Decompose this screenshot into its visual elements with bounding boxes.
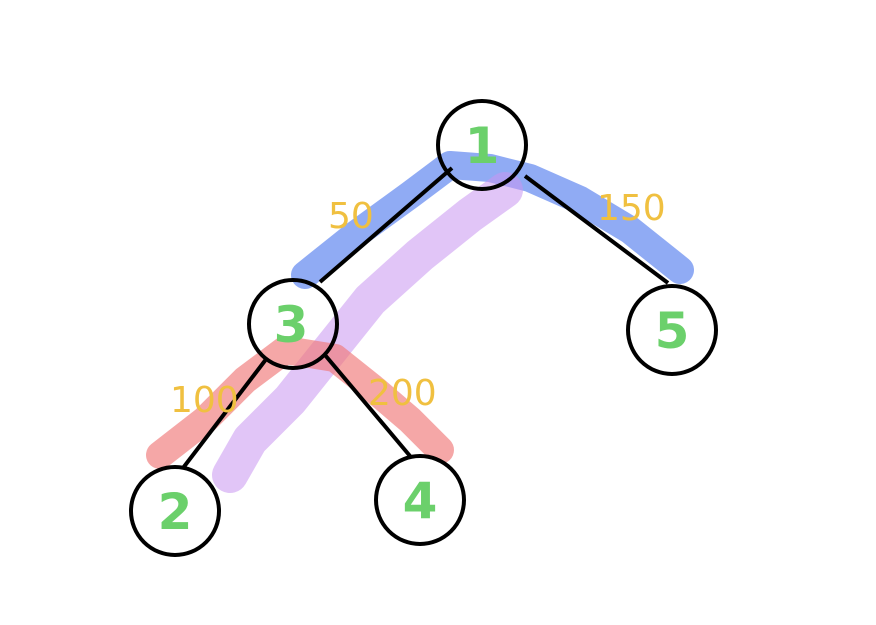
edge-label-layer: 50 150 100 200 bbox=[170, 188, 666, 421]
node-4-circle bbox=[374, 454, 466, 546]
node-3-label: 3 bbox=[274, 296, 309, 354]
node-5-circle bbox=[626, 284, 718, 376]
node-5: 5 bbox=[626, 284, 718, 376]
edge-weight-1-3: 50 bbox=[328, 196, 374, 237]
node-1-label: 1 bbox=[465, 117, 500, 175]
node-3: 3 bbox=[247, 278, 339, 370]
edge-1-3 bbox=[318, 166, 454, 284]
edge-1-5 bbox=[523, 174, 670, 285]
edge-weight-1-5: 150 bbox=[597, 188, 666, 229]
node-2-circle bbox=[129, 465, 221, 557]
node-1: 1 bbox=[436, 99, 528, 191]
highlight-blue-path bbox=[291, 151, 694, 289]
edge-3-4 bbox=[323, 353, 412, 458]
node-layer: 1 3 5 2 4 bbox=[129, 99, 718, 557]
highlight-layer bbox=[146, 151, 694, 493]
node-1-circle bbox=[436, 99, 528, 191]
edge-weight-3-2: 100 bbox=[170, 380, 239, 421]
edge-weight-3-4: 200 bbox=[368, 373, 437, 414]
node-2-label: 2 bbox=[158, 483, 193, 541]
edge-3-2 bbox=[181, 356, 269, 470]
node-2: 2 bbox=[129, 465, 221, 557]
edge-layer bbox=[181, 166, 670, 470]
highlight-red-path bbox=[146, 336, 454, 469]
highlight-purple-path bbox=[212, 172, 523, 493]
node-4: 4 bbox=[374, 454, 466, 546]
node-4-label: 4 bbox=[403, 472, 438, 530]
node-3-circle bbox=[247, 278, 339, 370]
node-5-label: 5 bbox=[655, 302, 690, 360]
